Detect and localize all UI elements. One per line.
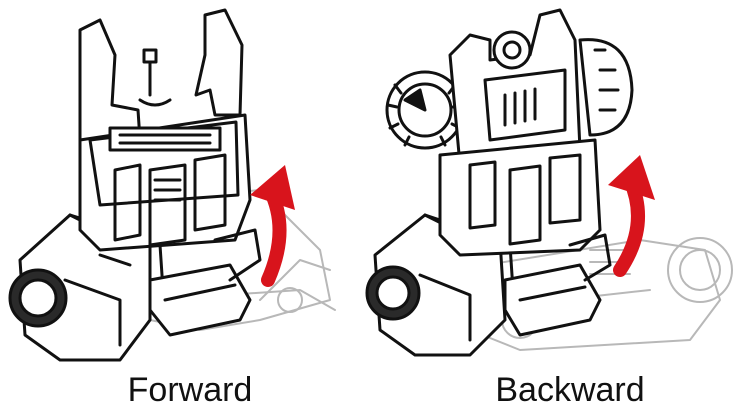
forward-base-clamp: [8, 213, 167, 362]
backward-sight-frame: [385, 8, 634, 337]
forward-sight-drawing: [8, 8, 336, 362]
flip-arrow-icon: [250, 165, 295, 210]
backward-flip-arrow: [608, 155, 655, 277]
forward-caption: Forward: [127, 371, 253, 409]
backward-caption: Backward: [495, 371, 645, 409]
flip-arrow-icon: [608, 155, 655, 200]
backward-sight-drawing: [365, 8, 733, 357]
forward-flip-arrow: [250, 165, 295, 287]
forward-sight-frame: [78, 8, 262, 337]
